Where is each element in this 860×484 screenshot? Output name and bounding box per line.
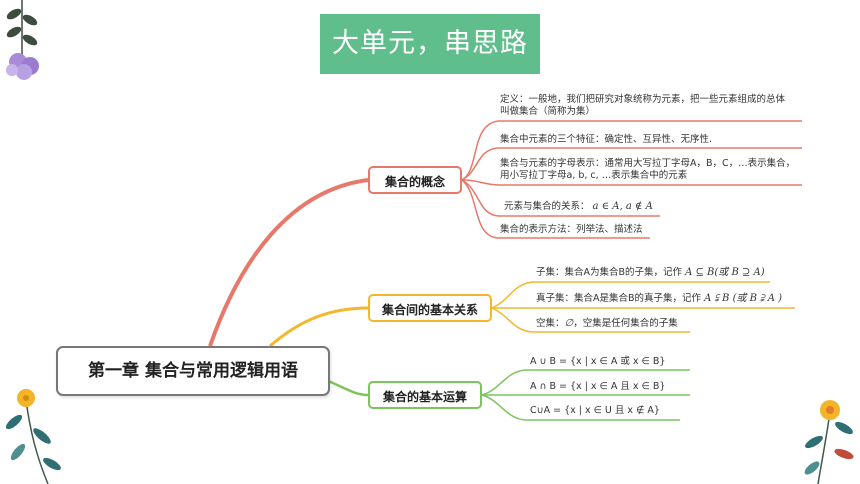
leaf-text: ，空集是任何集合的子集	[573, 318, 678, 329]
leaf-operation-union: A ∪ B = {x | x ∈ A 或 x ∈ B}	[530, 356, 666, 367]
leaf-line: 用小写拉丁字母a, b, c, …表示集合中的元素	[500, 170, 688, 181]
leaf-relation-subset: 子集：集合A为集合B的子集，记作 A ⊆ B(或 B ⊇ A)	[536, 267, 765, 279]
root-node: 第一章 集合与常用逻辑用语	[56, 346, 330, 396]
leaf-concept-membership: 元素与集合的关系： a ∈ A, a ∉ A	[504, 201, 653, 213]
leaf-text: 真子集：集合A是集合B的真子集，记作	[536, 293, 702, 304]
branch-operation: 集合的基本运算	[368, 381, 482, 409]
floral-decoration-bottom-left-icon	[5, 389, 61, 484]
leaf-concept-features: 集合中元素的三个特征：确定性、互异性、无序性.	[500, 134, 712, 146]
leaf-math: a ∈ A, a ∉ A	[592, 201, 653, 212]
leaf-concept-definition: 定义：一般地，我们把研究对象统称为元素，把一些元素组成的总体 叫做集合（简称为集…	[500, 94, 785, 118]
leaf-text: 元素与集合的关系：	[504, 201, 590, 212]
leaf-relation-empty-set: 空集：∅，空集是任何集合的子集	[536, 318, 678, 330]
floral-decoration-bottom-right-icon	[804, 400, 854, 484]
leaf-line: 集合与元素的字母表示：通常用大写拉丁字母A，B，C，…表示集合，	[500, 158, 796, 169]
leaf-operation-complement: C∪A = {x | x ∈ U 且 x ∉ A}	[530, 405, 660, 416]
leaf-math: ∅	[564, 318, 574, 329]
leaf-concept-notation: 集合与元素的字母表示：通常用大写拉丁字母A，B，C，…表示集合， 用小写拉丁字母…	[500, 158, 795, 182]
leaf-operation-intersection: A ∩ B = {x | x ∈ A 且 x ∈ B}	[530, 381, 666, 392]
leaf-line: 叫做集合（简称为集）	[500, 106, 596, 117]
leaf-text: 集合的表示方法：列举法、描述法	[500, 224, 643, 235]
leaf-relation-proper-subset: 真子集：集合A是集合B的真子集，记作 A ⫋ B (或 B ⫌ A )	[536, 293, 782, 305]
leaf-text: 子集：集合A为集合B的子集，记作	[536, 267, 683, 278]
leaf-math: A ⫋ B (或 B ⫌ A )	[704, 293, 783, 304]
leaf-text: 空集：	[536, 318, 565, 329]
branch-concept: 集合的概念	[368, 166, 462, 194]
leaf-line: 定义：一般地，我们把研究对象统称为元素，把一些元素组成的总体	[500, 94, 786, 105]
leaf-concept-representation: 集合的表示方法：列举法、描述法	[500, 224, 643, 236]
floral-decoration-top-left-icon	[6, 0, 39, 80]
branch-relation: 集合间的基本关系	[368, 294, 492, 322]
page-title: 大单元，串思路	[320, 14, 540, 74]
leaf-text: 集合中元素的三个特征：确定性、互异性、无序性.	[500, 134, 713, 145]
leaf-math: A ⊆ B(或 B ⊇ A)	[685, 267, 765, 278]
